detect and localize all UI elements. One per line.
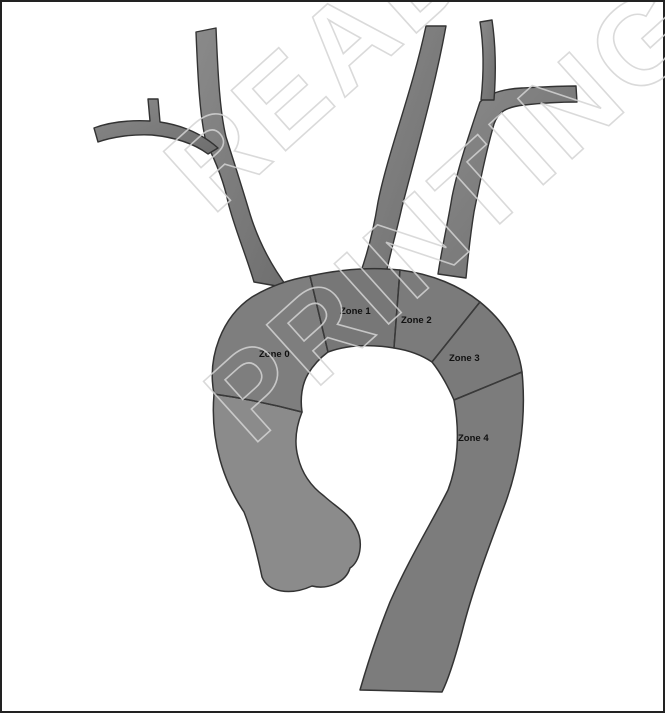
zone-3-label: Zone 3 — [449, 353, 480, 364]
watermark: READY PRINTING — [141, 2, 665, 466]
zone-4-label: Zone 4 — [458, 433, 489, 444]
zone-4-region — [360, 372, 523, 692]
